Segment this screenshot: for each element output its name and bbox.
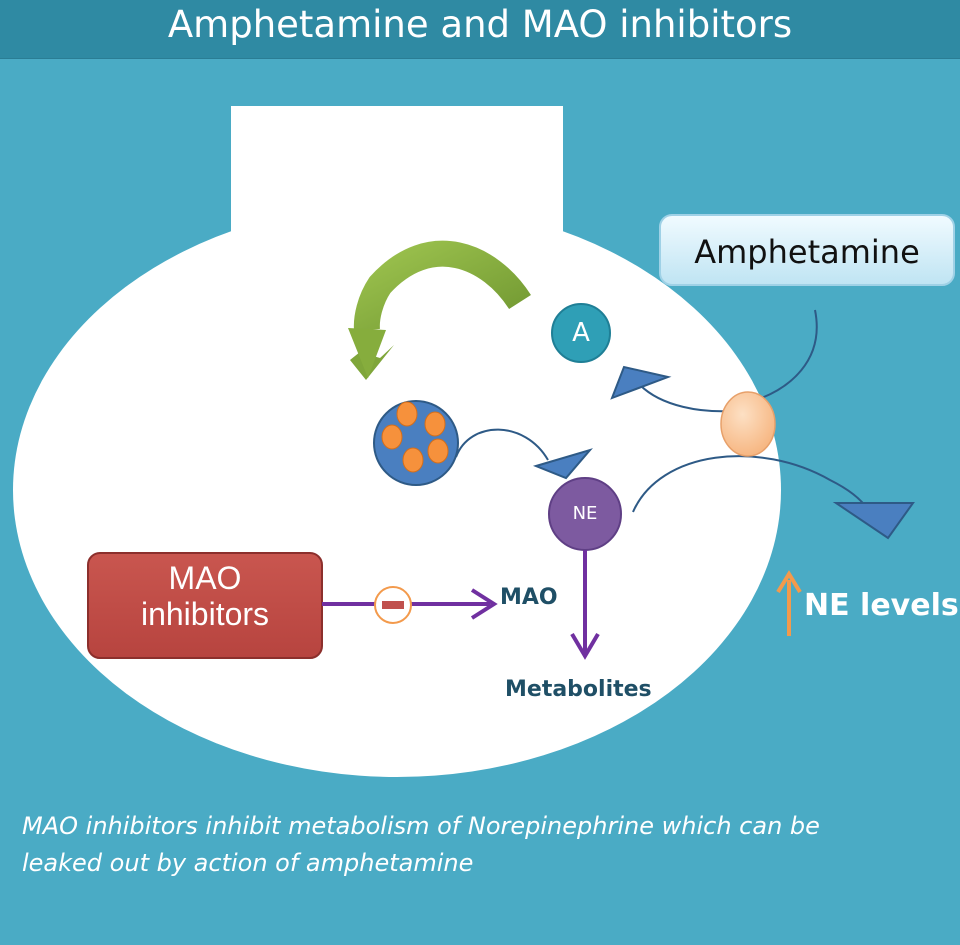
page-title: Amphetamine and MAO inhibitors — [167, 3, 793, 46]
metabolism-arrow — [570, 550, 600, 660]
amphetamine-molecule — [551, 303, 611, 363]
storage-vesicle — [373, 400, 459, 486]
title-bar: Amphetamine and MAO inhibitors — [0, 0, 960, 59]
norepinephrine-molecule — [548, 477, 622, 551]
caption-line-1: MAO inhibitors inhibit metabolism of Nor… — [22, 812, 820, 840]
caption-line-2: leaked out by action of amphetamine — [22, 849, 474, 877]
amphetamine-incoming-line — [749, 309, 818, 403]
vesicle-uptake-arrow — [348, 240, 531, 380]
vesicle-release-arrow — [455, 428, 593, 480]
increase-arrow-icon — [776, 570, 802, 636]
minus-icon — [374, 586, 412, 624]
mao-inhibitors-box — [87, 552, 323, 659]
transporter — [720, 391, 776, 457]
amphetamine-box — [659, 214, 955, 286]
caption: MAO inhibitors inhibit metabolism of Nor… — [22, 808, 922, 882]
ne-efflux-arrow — [632, 455, 915, 540]
